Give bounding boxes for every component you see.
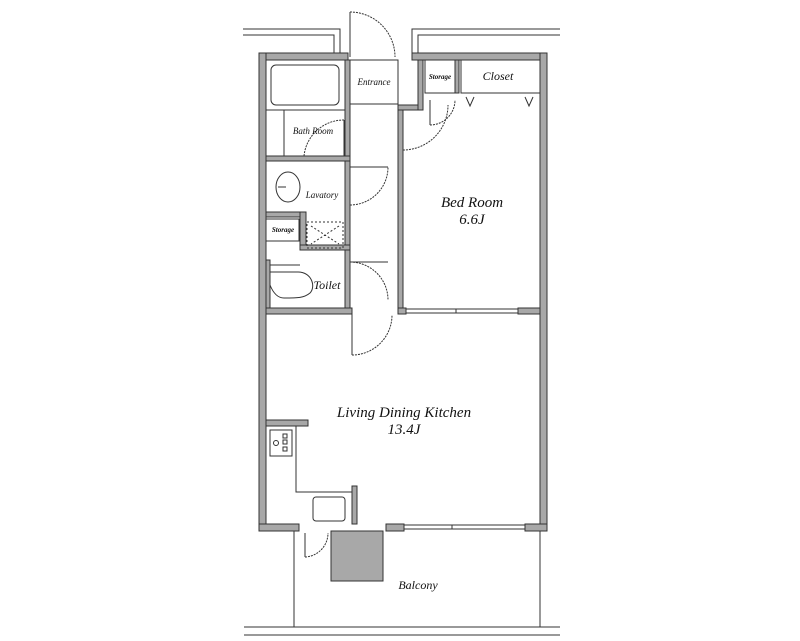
room-label-storage-side: Storage xyxy=(271,225,295,234)
ldk-name: Living Dining Kitchen xyxy=(336,404,472,421)
balcony-block xyxy=(330,530,384,582)
toilet-bowl xyxy=(269,271,314,299)
corridor-line-left-outer xyxy=(243,28,341,53)
corridor-line-right-outer xyxy=(411,28,560,53)
room-label-balcony: Balcony xyxy=(398,578,438,593)
room-label-entrance: Entrance xyxy=(357,76,391,87)
bed-room-area: 6.6J xyxy=(459,212,485,228)
room-label-lavatory: Lavatory xyxy=(305,189,339,200)
room-label-storage-top: Storage xyxy=(428,72,452,81)
ldk-area: 13.4J xyxy=(387,422,421,438)
room-label-toilet: Toilet xyxy=(313,278,341,293)
sink xyxy=(275,171,301,203)
washer xyxy=(306,221,344,249)
walls xyxy=(258,52,548,532)
room-label-ldk: Living Dining Kitchen 13.4J xyxy=(337,405,471,440)
bathtub xyxy=(270,64,340,106)
room-label-closet: Closet xyxy=(482,69,514,84)
corridor-line-right-inner xyxy=(417,34,560,53)
kitchen-sink xyxy=(312,496,346,522)
room-label-bed-room: Bed Room 6.6J xyxy=(441,195,503,230)
stove xyxy=(269,429,293,457)
room-label-bath-room: Bath Room xyxy=(292,125,334,136)
corridor-line-left-inner xyxy=(243,34,335,53)
bed-room-name: Bed Room xyxy=(440,194,504,211)
